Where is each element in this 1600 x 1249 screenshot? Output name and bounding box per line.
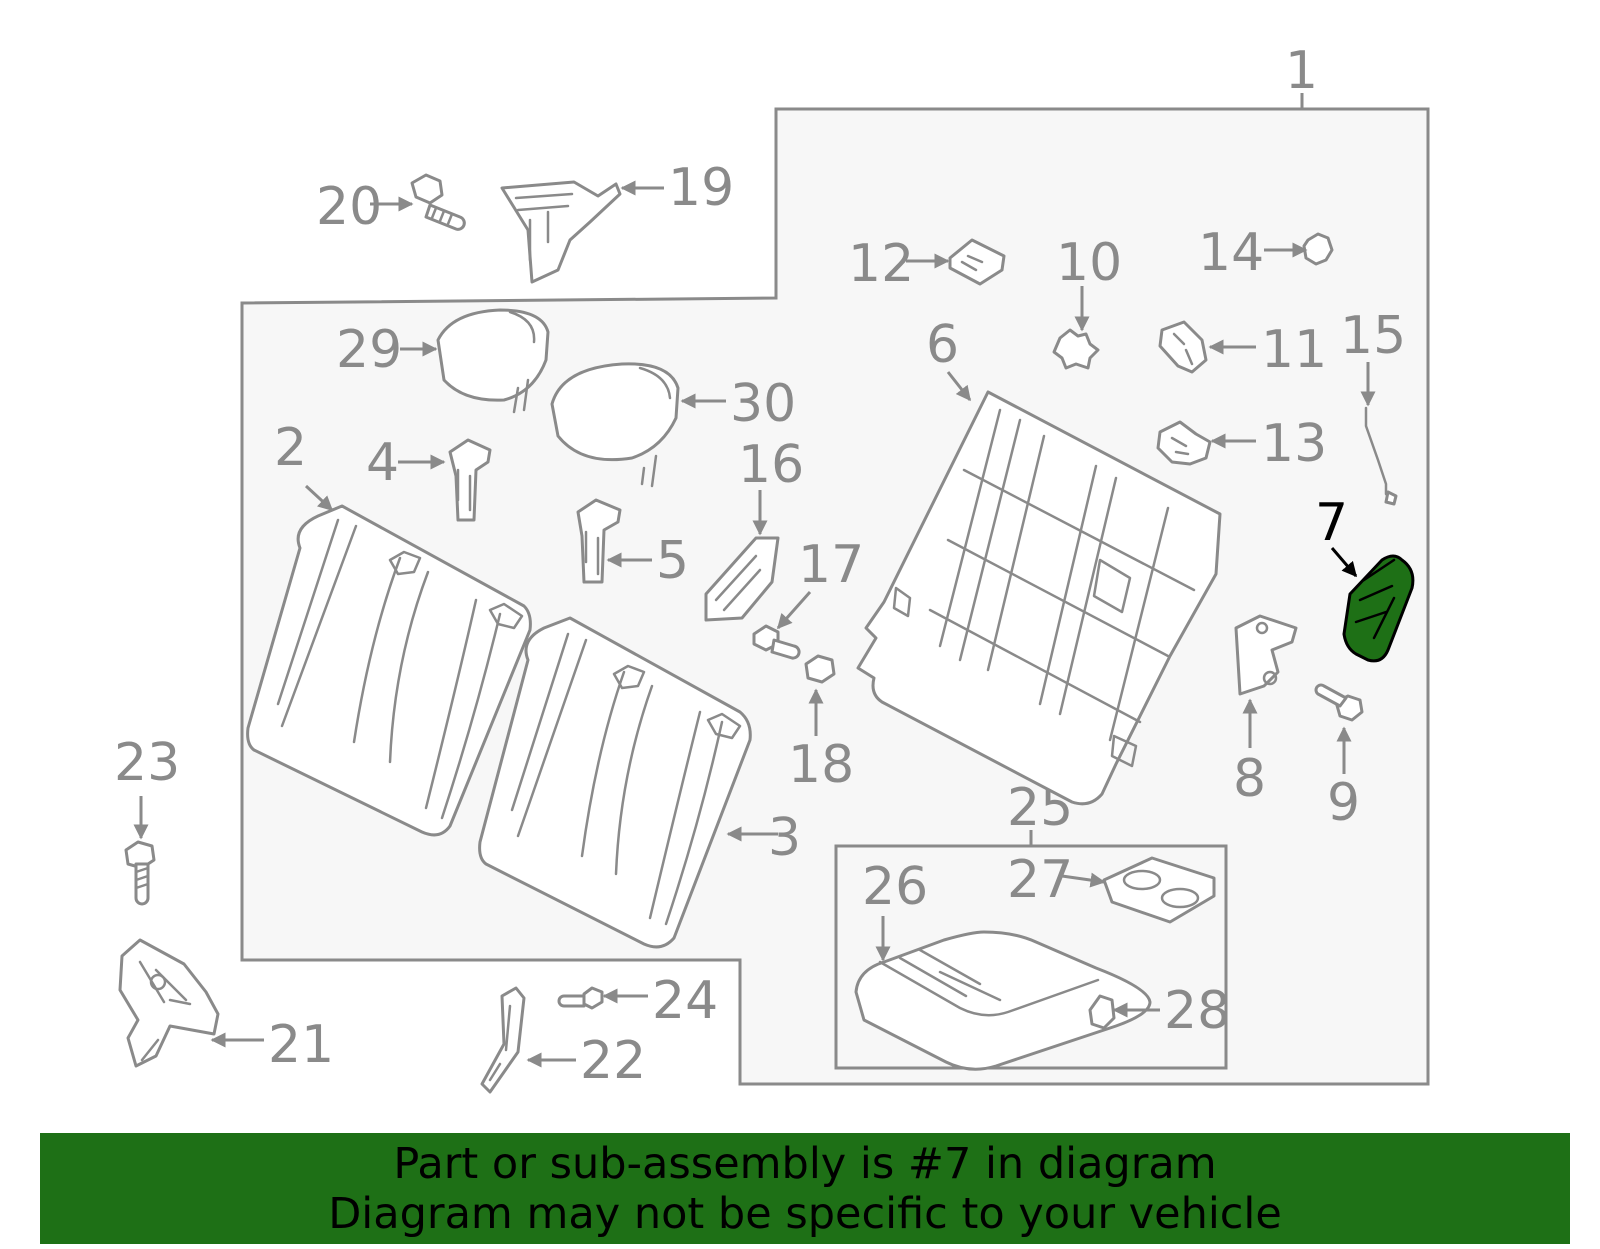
- callout-30: 30: [730, 374, 796, 434]
- part-6-seat-back-frame: [856, 390, 1222, 806]
- callout-21: 21: [268, 1015, 334, 1075]
- callout-28: 28: [1164, 981, 1230, 1041]
- part-22-trim: [480, 986, 526, 1094]
- banner-line-1: Part or sub-assembly is #7 in diagram: [393, 1138, 1217, 1189]
- leader-17: [776, 591, 812, 630]
- part-17-bolt: [752, 624, 801, 660]
- part-24-bolt: [557, 986, 604, 1010]
- callout-1: 1: [1285, 41, 1318, 101]
- part-13-latch-cover: [1156, 420, 1212, 466]
- part-9-bolt: [1314, 683, 1364, 722]
- callout-20: 20: [316, 177, 382, 237]
- part-4-headrest-guide: [448, 438, 492, 522]
- callout-23: 23: [114, 733, 180, 793]
- callout-7: 7: [1315, 493, 1348, 553]
- part-27-cup-holder: [1102, 856, 1216, 924]
- callout-8: 8: [1233, 749, 1266, 809]
- part-21-latch: [118, 938, 220, 1068]
- part-28-clip: [1088, 994, 1116, 1030]
- leader-27: [1061, 872, 1106, 888]
- part-3-seat-back-right: [478, 616, 752, 949]
- callout-24: 24: [652, 971, 718, 1031]
- callout-14: 14: [1198, 223, 1264, 283]
- part-23-bolt: [124, 840, 156, 906]
- part-16-side-trim: [704, 536, 780, 622]
- callout-16: 16: [738, 435, 804, 495]
- callout-26: 26: [862, 857, 928, 917]
- leader-6: [946, 371, 972, 402]
- callout-22: 22: [580, 1031, 646, 1091]
- callout-17: 17: [798, 535, 864, 595]
- callout-2: 2: [274, 418, 307, 478]
- info-banner: Part or sub-assembly is #7 in diagram Di…: [40, 1133, 1570, 1244]
- callout-27: 27: [1007, 850, 1073, 910]
- callout-15: 15: [1340, 306, 1406, 366]
- callout-4: 4: [366, 433, 399, 493]
- callout-18: 18: [788, 735, 854, 795]
- part-14-grommet: [1302, 232, 1334, 266]
- callout-9: 9: [1327, 773, 1360, 833]
- part-2-seat-back-left: [246, 504, 532, 837]
- part-10-push-clip: [1052, 328, 1100, 370]
- part-29-headrest: [436, 308, 550, 414]
- part-5-headrest-guide: [576, 498, 622, 584]
- callout-3: 3: [768, 808, 801, 868]
- callout-12: 12: [848, 234, 914, 294]
- callout-5: 5: [656, 531, 689, 591]
- callout-11: 11: [1261, 320, 1327, 380]
- part-20-bolt: [410, 173, 466, 231]
- callout-10: 10: [1056, 233, 1122, 293]
- part-15-cable-rod: [1364, 406, 1398, 506]
- part-30-headrest: [550, 362, 680, 488]
- part-18-nut: [804, 654, 836, 684]
- part-26-armrest: [854, 930, 1152, 1071]
- part-11-latch-cover: [1158, 320, 1208, 374]
- callout-19: 19: [668, 158, 734, 218]
- leader-2: [304, 484, 334, 512]
- callout-29: 29: [336, 320, 402, 380]
- part-12-clip: [948, 238, 1006, 286]
- part-19-hinge-bracket: [500, 180, 622, 284]
- callout-6: 6: [926, 315, 959, 375]
- callout-13: 13: [1261, 414, 1327, 474]
- leader-7: [1330, 547, 1358, 578]
- part-8-bracket: [1234, 614, 1298, 696]
- banner-line-2: Diagram may not be specific to your vehi…: [328, 1188, 1282, 1239]
- part-7-striker-cover: [1342, 554, 1415, 663]
